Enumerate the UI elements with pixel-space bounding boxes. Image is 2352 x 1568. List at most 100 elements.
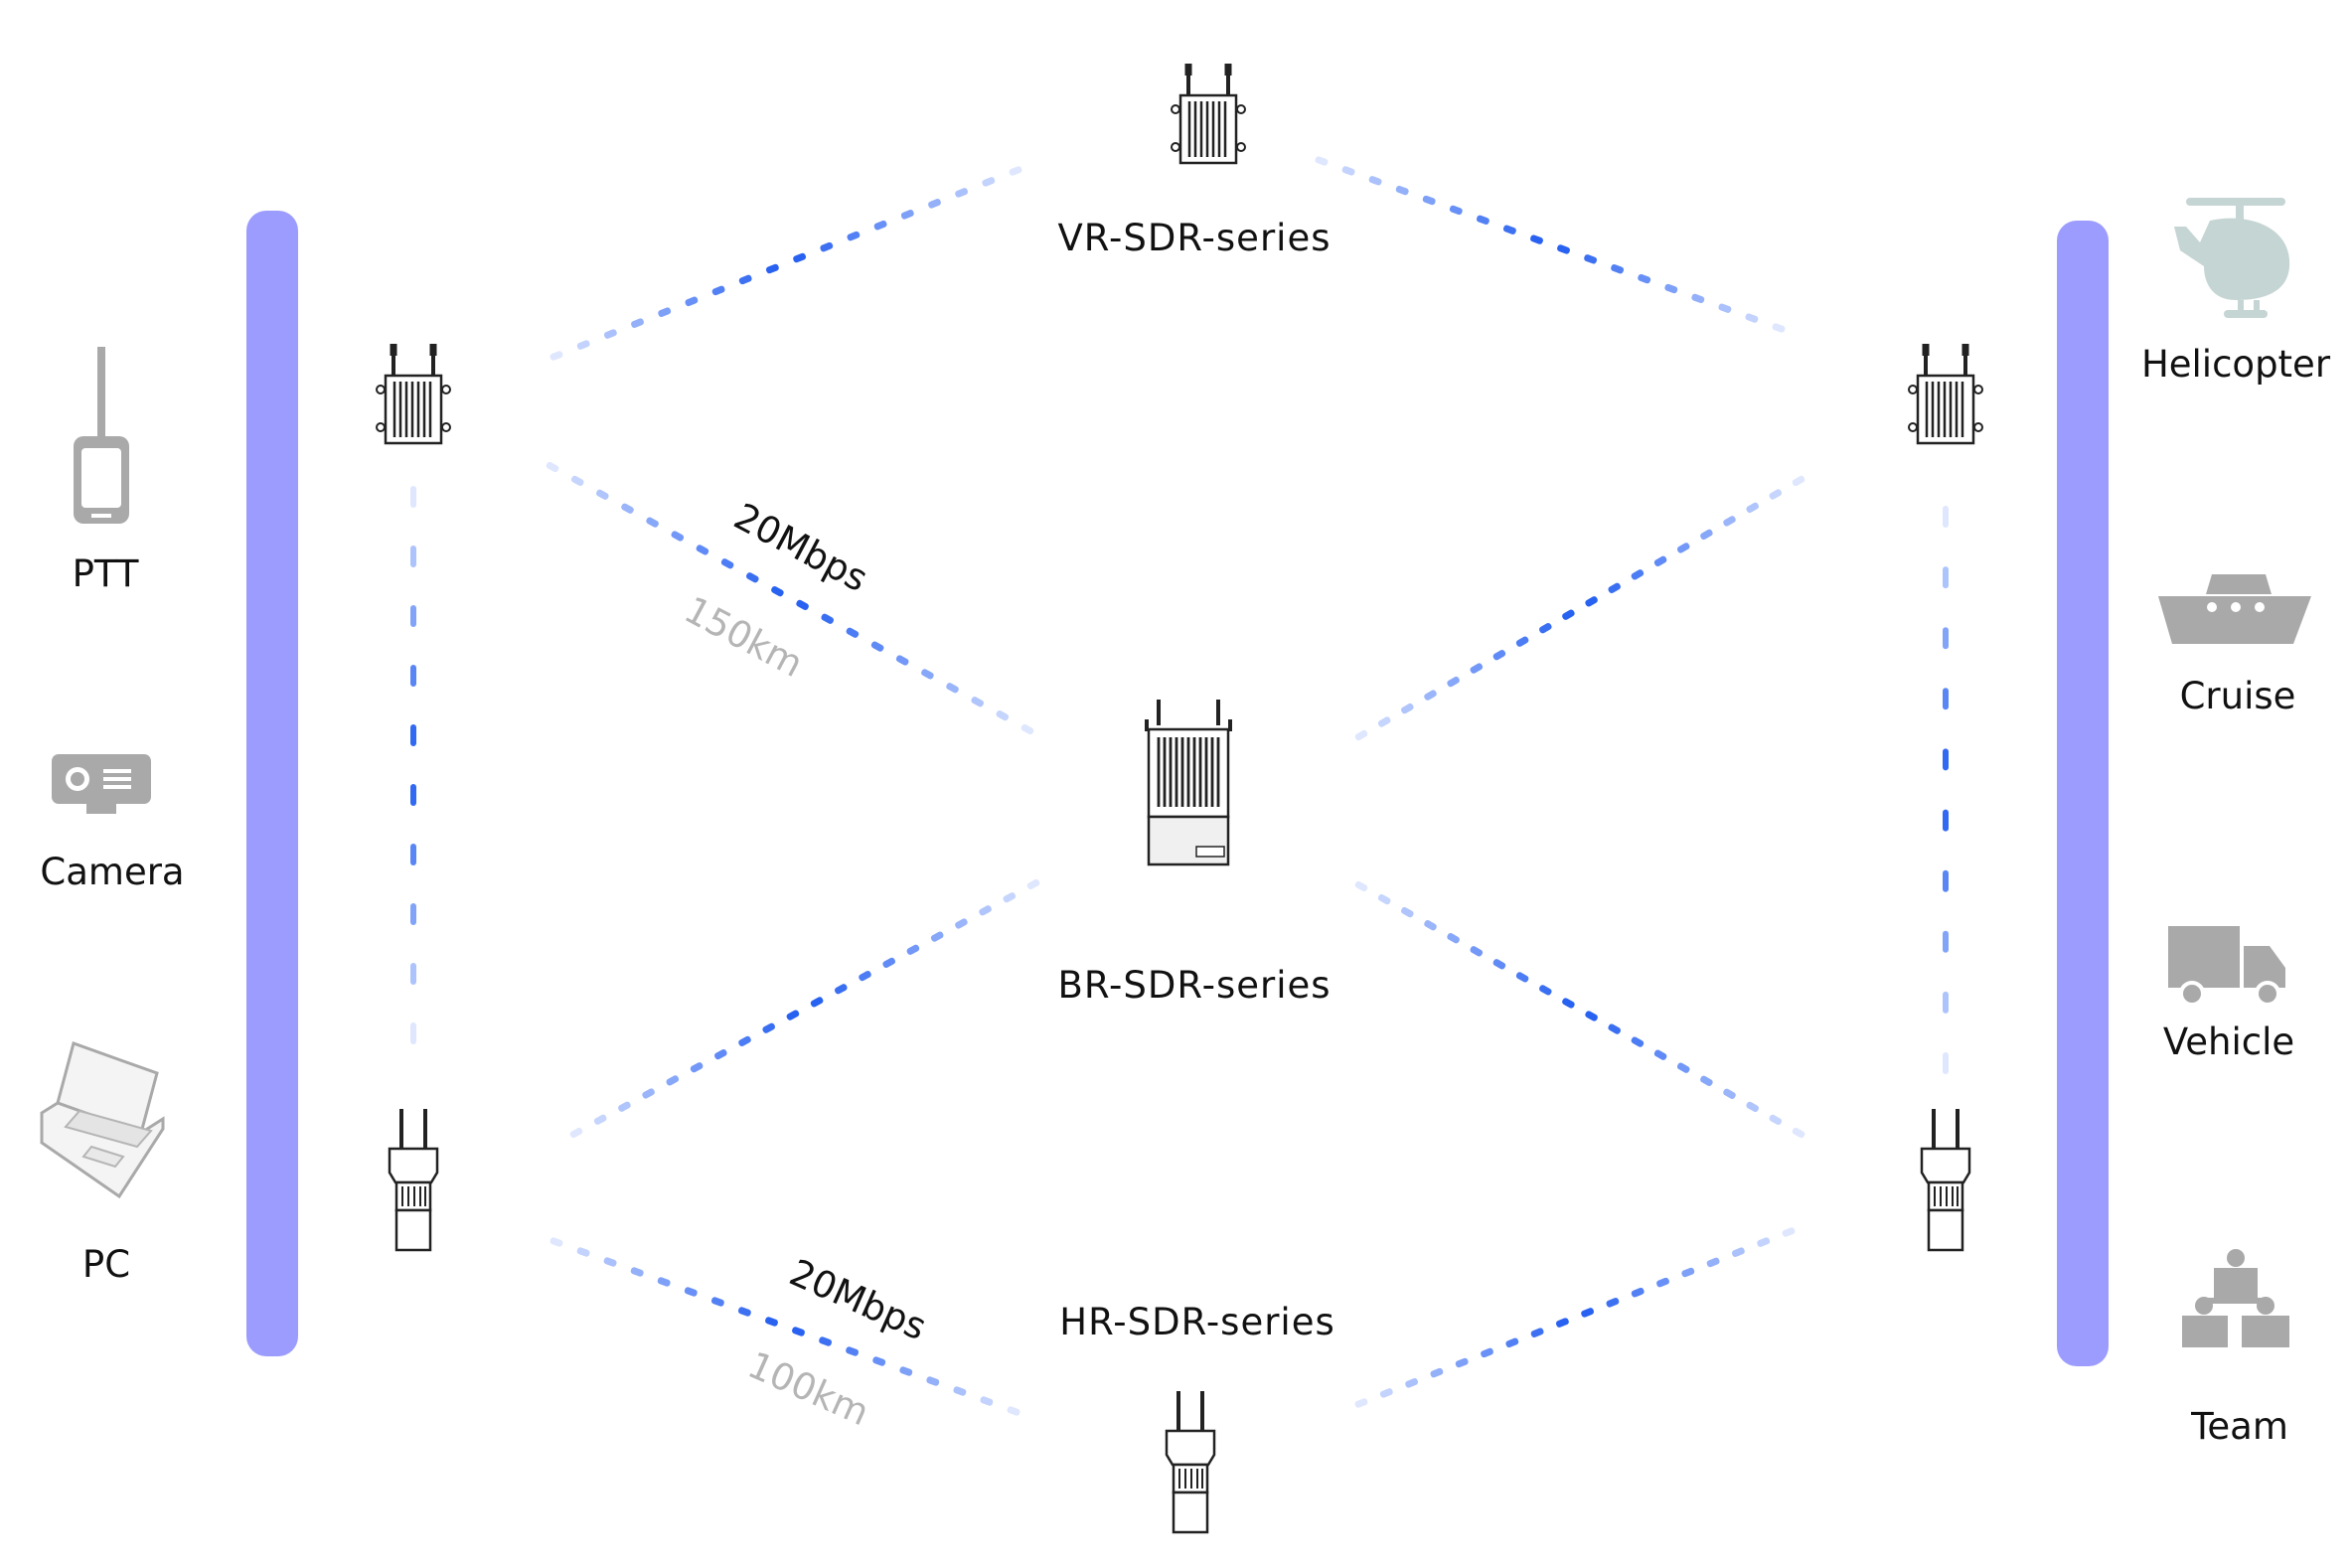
link-hr-to-right-dash [1731, 1247, 1745, 1257]
ptt-radio-icon [74, 347, 129, 524]
link-left-to-hr-dash [846, 1346, 860, 1356]
link-right-vertical-dash [1943, 809, 1949, 832]
link-hr-to-right-dash [1555, 1318, 1569, 1328]
link-left-lower-to-br-dash [1003, 892, 1017, 903]
link-left-lower-to-br-dash [955, 918, 968, 929]
link-hr-to-right-dash [1530, 1328, 1544, 1337]
link-left-to-br-dash [621, 503, 634, 514]
link-hr-to-right-dash [1757, 1237, 1771, 1247]
hr-series-label: HR-SDR-series [1059, 1301, 1335, 1343]
link-left-to-br-dash [696, 545, 709, 555]
link-left-to-br-dash [846, 627, 860, 638]
link-br-to-right-upper-dash [1746, 502, 1759, 514]
link-left-to-vr-dash [658, 307, 672, 317]
link-br-to-right-upper-dash [1769, 489, 1783, 500]
link-right-vertical-dash [1943, 869, 1949, 892]
base-radio-icon [1145, 698, 1232, 866]
link-vr-to-right-dash [1530, 235, 1543, 244]
link-br-to-right-lower-dash [1447, 933, 1460, 944]
link-right-vertical-dash [1943, 566, 1949, 589]
link-left-to-hr-dash [710, 1297, 724, 1307]
upper-link-distance: 150km [678, 588, 810, 686]
link-left-vertical-dash [410, 903, 416, 925]
link-left-vertical-dash [410, 963, 416, 985]
link-br-to-right-lower-dash [1700, 1075, 1713, 1086]
link-br-to-right-upper-dash [1424, 690, 1437, 701]
link-br-to-right-lower-dash [1539, 985, 1552, 996]
link-left-lower-to-br-dash [569, 1127, 583, 1139]
link-br-to-right-upper-dash [1377, 716, 1391, 727]
left-hr-radio-icon [388, 1107, 439, 1252]
link-hr-to-right-dash [1782, 1227, 1796, 1237]
lower-link-rate: 20Mbps [783, 1251, 932, 1348]
link-vr-to-right-dash [1341, 166, 1355, 176]
link-br-to-right-lower-dash [1562, 998, 1575, 1009]
link-hr-to-right-dash [1379, 1388, 1393, 1398]
link-left-to-hr-dash [737, 1307, 751, 1317]
link-hr-to-right-dash [1581, 1308, 1595, 1318]
link-br-to-right-upper-dash [1676, 543, 1690, 553]
link-br-to-right-lower-dash [1424, 920, 1437, 931]
link-right-vertical-dash [1943, 506, 1949, 528]
link-left-to-br-dash [546, 461, 559, 473]
link-left-lower-to-br-dash [906, 944, 920, 955]
link-lines [410, 156, 1949, 1416]
link-left-vertical-dash [410, 665, 416, 687]
link-vr-to-right-dash [1449, 205, 1463, 216]
link-vr-to-right-dash [1611, 264, 1625, 274]
left-vr-radio-icon [377, 344, 450, 443]
cruise-label: Cruise [2180, 675, 2296, 717]
link-left-to-vr-dash [928, 199, 941, 209]
link-left-to-hr-dash [899, 1366, 913, 1376]
link-left-to-vr-dash [793, 252, 807, 263]
link-left-lower-to-br-dash [882, 957, 896, 969]
link-br-to-right-lower-dash [1470, 946, 1484, 957]
link-left-lower-to-br-dash [642, 1088, 655, 1099]
vehicle-label: Vehicle [2163, 1020, 2294, 1063]
link-right-vertical-dash [1943, 991, 1949, 1014]
link-left-to-vr-dash [900, 210, 914, 220]
link-br-to-right-upper-dash [1585, 596, 1598, 607]
link-vr-to-right-dash [1557, 244, 1570, 254]
link-left-to-br-dash [1020, 723, 1034, 735]
link-br-to-right-lower-dash [1401, 906, 1414, 918]
helicopter-icon [2174, 198, 2290, 318]
link-left-to-vr-dash [765, 263, 779, 274]
camera-icon [52, 754, 151, 814]
link-left-to-br-dash [646, 517, 659, 528]
link-br-to-right-upper-dash [1354, 729, 1368, 741]
link-br-to-right-lower-dash [1354, 880, 1368, 892]
link-vr-to-right-dash [1718, 303, 1732, 313]
link-left-to-hr-dash [980, 1396, 994, 1406]
link-vr-to-right-dash [1584, 254, 1598, 264]
link-left-to-hr-dash [684, 1287, 698, 1297]
link-vr-to-right-dash [1422, 195, 1436, 206]
link-left-to-hr-dash [630, 1267, 644, 1277]
link-br-to-right-lower-dash [1676, 1062, 1690, 1073]
link-br-to-right-lower-dash [1608, 1023, 1621, 1034]
right-hr-radio-icon [1920, 1107, 1971, 1252]
link-br-to-right-upper-dash [1562, 609, 1575, 620]
link-hr-to-right-dash [1481, 1347, 1493, 1358]
link-br-to-right-lower-dash [1515, 972, 1529, 983]
link-left-lower-to-br-dash [618, 1101, 631, 1112]
link-vr-to-right-dash [1745, 313, 1759, 323]
link-vr-to-right-dash [1476, 215, 1490, 225]
link-left-to-br-dash [720, 558, 734, 569]
link-right-vertical-dash [1943, 1052, 1949, 1074]
link-hr-to-right-dash [1405, 1378, 1419, 1388]
link-hr-to-right-dash [1631, 1287, 1645, 1298]
link-hr-to-right-dash [1656, 1277, 1669, 1288]
link-hr-to-right-dash [1430, 1367, 1444, 1378]
link-br-to-right-upper-dash [1401, 703, 1414, 714]
link-left-to-br-dash [771, 585, 784, 597]
link-left-lower-to-br-dash [859, 970, 871, 982]
link-left-to-hr-dash [657, 1277, 671, 1287]
link-left-to-hr-dash [549, 1237, 563, 1247]
link-left-vertical-dash [410, 486, 416, 508]
link-br-to-right-lower-dash [1746, 1101, 1759, 1113]
link-right-vertical-dash [1943, 627, 1949, 650]
link-left-to-br-dash [921, 669, 934, 680]
link-left-to-vr-dash [820, 241, 834, 252]
laptop-icon [40, 1041, 165, 1199]
